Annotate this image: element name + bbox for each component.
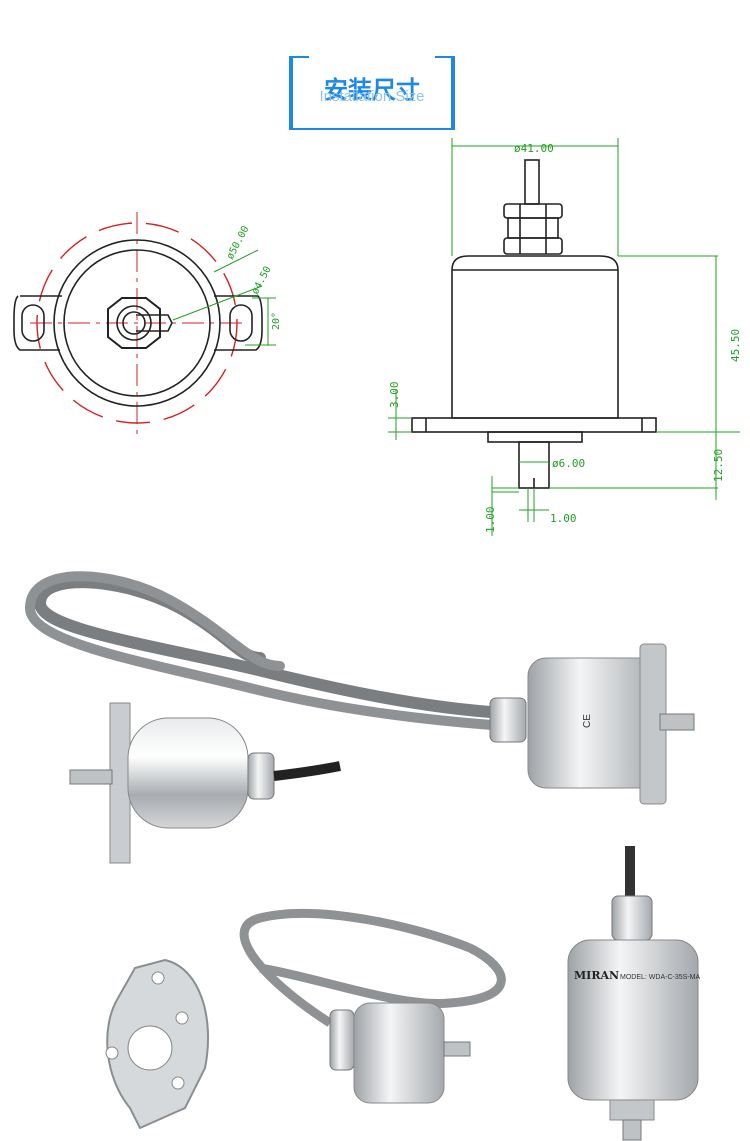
dim-d4_5-label: ø4.50 [250, 265, 274, 297]
section-title: 安装尺寸 Installation Size [289, 56, 455, 130]
title-english: Installation Size [319, 88, 425, 105]
dim-d41-label: ø41.00 [514, 142, 554, 155]
photo-encoder-left [69, 702, 341, 864]
title-chinese: 安装尺寸 [324, 76, 420, 104]
dim-h3-label: 3.00 [388, 382, 401, 409]
dim-w1-right-label: 1.00 [550, 512, 577, 525]
photo-mount-bracket [105, 958, 209, 1130]
side-view-dims [388, 138, 740, 536]
dim-h45_5-label: 45.50 [729, 329, 742, 362]
dim-angle-label: 20° [271, 312, 282, 330]
dim-d50-label: ø50.00 [225, 224, 252, 261]
svg-text:CE: CE [582, 714, 593, 728]
photo-encoder-small [239, 908, 506, 1104]
front-view [13, 212, 263, 436]
dim-d6-label: ø6.00 [552, 457, 585, 470]
product-photos: CE MIRAN MODEL: WDA-C-35S-MA [24, 571, 700, 1141]
mount-slot-right [229, 304, 253, 342]
dim-w1-left-label: 1.00 [484, 507, 497, 534]
mount-slot-left [21, 304, 45, 342]
product-model-label: MODEL: WDA-C-35S-MA [620, 974, 700, 981]
photo-encoder-upright: MIRAN MODEL: WDA-C-35S-MA [567, 846, 700, 1141]
dim-h12_5-label: 12.50 [712, 449, 725, 482]
front-view-dims [172, 249, 276, 346]
photo-encoder-with-cable: CE [24, 571, 695, 805]
product-brand-label: MIRAN [574, 969, 619, 982]
installation-drawing: ø50.00 ø4.50 20° [13, 138, 742, 536]
side-view [411, 159, 657, 489]
